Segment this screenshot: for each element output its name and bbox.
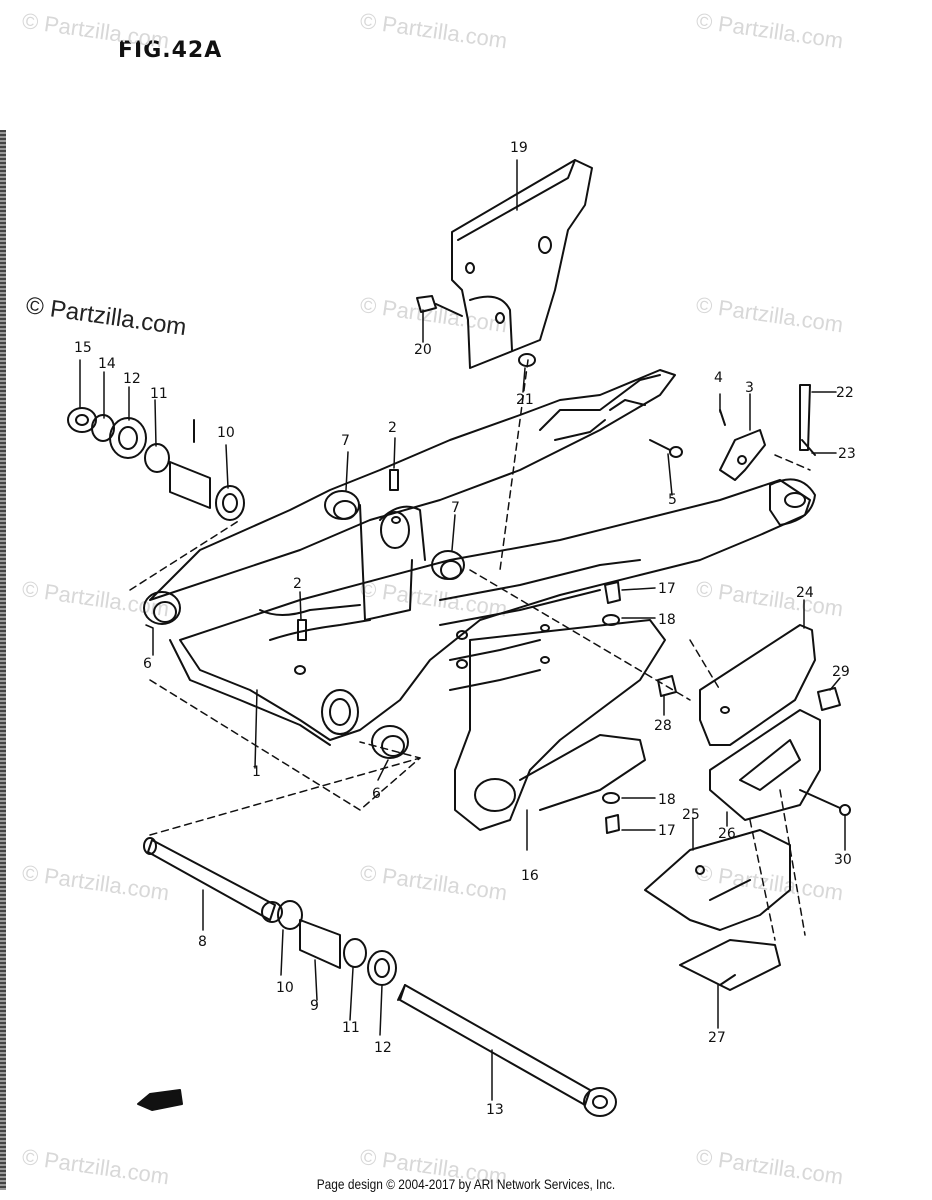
- part-number-label: 6: [372, 786, 381, 802]
- part-number-label: 17: [658, 823, 676, 839]
- part-pin-22: [799, 384, 816, 456]
- arrow-left-icon: [137, 1089, 183, 1111]
- footer-copyright: Page design © 2004-2017 by ARI Network S…: [316, 1176, 616, 1192]
- part-bearing-7a: [324, 490, 360, 520]
- part-bolt-30: [799, 789, 851, 816]
- part-lower-bushing-stack: [277, 900, 397, 986]
- part-bearing-7b: [431, 550, 465, 580]
- part-guide-pad-27: [679, 939, 781, 991]
- part-adjuster-3: [719, 409, 766, 481]
- part-number-label: 13: [486, 1102, 504, 1118]
- part-grease-nipple-upper: [389, 469, 401, 524]
- figure-title: FIG.42A: [118, 38, 223, 63]
- part-chain-guide-25: [644, 829, 791, 931]
- part-number-label: 5: [668, 492, 677, 508]
- part-number-label: 15: [74, 340, 92, 356]
- part-pivot-sleeve-8: [143, 837, 283, 923]
- part-number-label: 28: [654, 718, 672, 734]
- part-bearing-6a: [143, 591, 181, 625]
- part-number-label: 7: [341, 433, 350, 449]
- part-left-bushing-stack: [67, 407, 245, 521]
- part-bolt-20: [416, 295, 463, 317]
- part-number-label: 10: [276, 980, 294, 996]
- part-number-label: 17: [658, 581, 676, 597]
- part-number-label: 4: [714, 370, 723, 386]
- part-number-label: 24: [796, 585, 814, 601]
- part-grease-nipple-lower: [294, 619, 307, 675]
- part-number-label: 10: [217, 425, 235, 441]
- part-number-label: 8: [198, 934, 207, 950]
- part-bearing-6b: [371, 725, 409, 759]
- part-number-label: 20: [414, 342, 432, 358]
- part-swingarm: [149, 369, 816, 746]
- part-number-label: 18: [658, 612, 676, 628]
- part-number-label: 23: [838, 446, 856, 462]
- part-number-label: 27: [708, 1030, 726, 1046]
- part-number-labels: 1223456677891010111112121314151617171818…: [74, 140, 856, 1118]
- part-bolt-17-upper: [602, 581, 621, 626]
- part-number-label: 14: [98, 356, 116, 372]
- part-bolt-17-lower: [602, 792, 620, 834]
- part-number-label: 11: [150, 386, 168, 402]
- part-number-label: 19: [510, 140, 528, 156]
- part-number-label: 29: [832, 664, 850, 680]
- part-pivot-bolt-13: [397, 984, 617, 1117]
- part-number-label: 12: [374, 1040, 392, 1056]
- part-number-label: 1: [252, 764, 261, 780]
- part-number-label: 7: [451, 500, 460, 516]
- part-number-label: 26: [718, 826, 736, 842]
- part-number-label: 3: [745, 380, 754, 396]
- scan-edge: [0, 130, 6, 1190]
- part-bolt-5: [649, 439, 683, 458]
- part-number-label: 30: [834, 852, 852, 868]
- part-number-label: 16: [521, 868, 539, 884]
- part-number-label: 2: [388, 420, 397, 436]
- part-number-label: 2: [293, 576, 302, 592]
- part-number-label: 6: [143, 656, 152, 672]
- label-leaders: [79, 159, 846, 1101]
- part-number-label: 9: [310, 998, 319, 1014]
- part-chain-guide-26: [709, 709, 821, 821]
- part-number-label: 22: [836, 385, 854, 401]
- part-number-label: 12: [123, 371, 141, 387]
- leader-lines: [129, 359, 811, 941]
- part-chain-guard-plate: [451, 159, 593, 369]
- part-chain-slider: [454, 619, 666, 831]
- part-number-label: 21: [516, 392, 534, 408]
- part-number-label: 11: [342, 1020, 360, 1036]
- part-number-label: 18: [658, 792, 676, 808]
- part-number-label: 25: [682, 807, 700, 823]
- part-bolt-29: [817, 687, 841, 711]
